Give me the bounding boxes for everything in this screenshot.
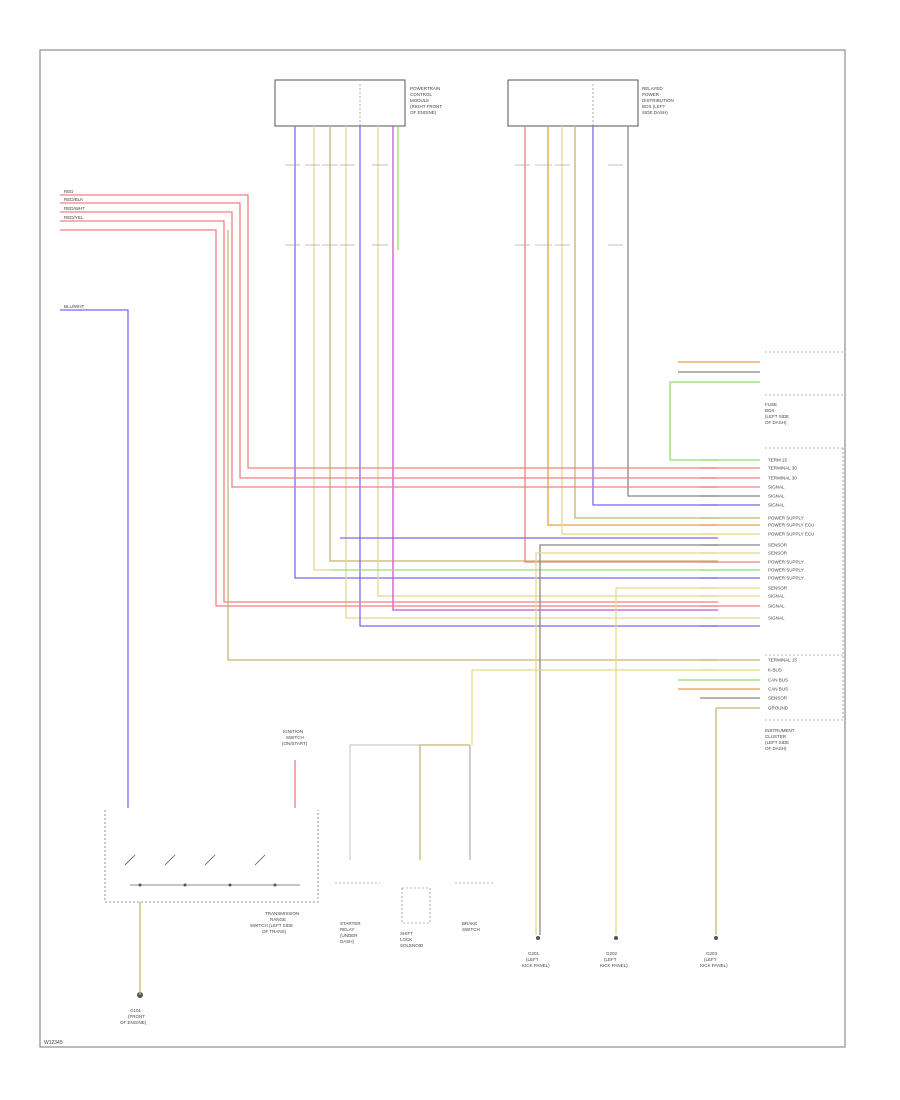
right-lower-pin-label: TERMINAL 15: [768, 658, 797, 663]
right-pin-label: SIGNAL: [768, 485, 785, 490]
page-reference: W12345: [44, 1040, 63, 1046]
ignition-label-2: (ON/START): [282, 741, 308, 746]
bottom-connector-3-label-1: SWITCH: [462, 927, 480, 932]
right-pin-label: TERMINAL 30: [768, 466, 797, 471]
right-upper-label-0: FUSE: [765, 402, 777, 407]
wires-module-1: [294, 126, 718, 627]
right-lower-pin-label: CAN BUS: [768, 687, 788, 692]
right-lower-label-2: (LEFT SIDE: [765, 740, 789, 745]
right-pin-label: TERM 15: [768, 458, 788, 463]
right-pin-label: POWER SUPPLY ECU: [768, 532, 814, 537]
right-pin-label: POWER SUPPLY: [768, 560, 804, 565]
left-blue-wire: [60, 309, 129, 808]
right-lower-pin-label: K-BUS: [768, 668, 782, 673]
right-pin-label: POWER SUPPLY ECU: [768, 523, 814, 528]
top-module-1-label-2: MODULE: [410, 98, 429, 103]
right-upper-label-2: (LEFT SIDE: [765, 414, 789, 419]
bottom-connector-3: BRAKE SWITCH: [455, 882, 495, 932]
left-red-wires: [60, 194, 718, 607]
ground-4-label-0: G203: [706, 951, 718, 956]
right-lower-pin-label: GROUND: [768, 706, 789, 711]
page-frame: [39, 49, 846, 1048]
transmission-switch: TRANSMISSION RANGE SWITCH (LEFT SIDE OF …: [104, 760, 319, 995]
bottom-connector-1-label-2: (UNDER: [340, 933, 358, 938]
ground-3-label-0: G202: [606, 951, 618, 956]
right-connector-stubs: [700, 459, 760, 627]
top-module-1-label-1: CONTROL: [410, 92, 432, 97]
bottom-vertical-wires: [349, 544, 718, 935]
right-lower-label-0: INSTRUMENT: [765, 728, 795, 733]
transmission-switch-label-3: OF TRANS): [262, 929, 287, 934]
left-wire-label-3: RED/YEL: [64, 215, 84, 220]
left-brown-wire: [227, 230, 718, 661]
right-pin-label: SENSOR: [768, 586, 788, 591]
top-module-1-label-0: POWERTRAIN: [410, 86, 440, 91]
wires-module-2: [524, 126, 718, 563]
top-module-2-label-2: DISTRIBUTION: [642, 98, 674, 103]
bottom-connector-2: SHIFT LOCK SOLENOID: [400, 887, 431, 948]
right-pin-label: POWER SUPPLY: [768, 568, 804, 573]
ground-2-label-1: (LEFT: [526, 957, 539, 962]
transmission-switch-label-2: SWITCH (LEFT SIDE: [250, 923, 293, 928]
ignition-label-1: SWITCH: [286, 735, 304, 740]
right-lower-pin-label: CAN BUS: [768, 678, 788, 683]
bottom-connector-1: STARTER RELAY (UNDER DASH): [335, 882, 380, 944]
right-pin-label: SIGNAL: [768, 594, 785, 599]
top-module-1-label-4: OF ENGINE): [410, 110, 437, 115]
bottom-connector-2-label-2: SOLENOID: [400, 943, 424, 948]
top-module-2-label-4: SIDE DASH): [642, 110, 668, 115]
bottom-connector-2-label-1: LOCK: [400, 937, 412, 942]
right-pin-label: SENSOR: [768, 543, 788, 548]
right-upper-label-1: BOX: [765, 408, 775, 413]
top-module-2: RELAYED POWER DISTRIBUTION BOX (LEFT SID…: [507, 79, 674, 127]
right-lower-connector: TERMINAL 15 K-BUS CAN BUS CAN BUS SENSOR GROU…: [678, 654, 843, 751]
ground-1-label-2: OF ENGINE): [120, 1020, 147, 1025]
transmission-switch-label-0: TRANSMISSION: [265, 911, 299, 916]
ground-labels: G201 (LEFT KICK PANEL) G202 (LEFT KICK P…: [120, 951, 728, 1025]
right-pin-label: SIGNAL: [768, 494, 785, 499]
ground-4-label-1: (LEFT: [704, 957, 717, 962]
ground-1-label-1: (FRONT: [128, 1014, 145, 1019]
right-pin-label: SIGNAL: [768, 503, 785, 508]
right-pin-label: POWER SUPPLY: [768, 576, 804, 581]
right-lower-label-3: OF DASH): [765, 746, 787, 751]
ignition-label: IGNITION SWITCH (ON/START): [282, 729, 308, 746]
bottom-connector-3-label-0: BRAKE: [462, 921, 477, 926]
right-lower-label-1: CLUSTER: [765, 734, 787, 739]
bottom-connector-2-label-0: SHIFT: [400, 931, 413, 936]
top-module-2-label-3: BOX (LEFT: [642, 104, 666, 109]
left-wire-label-0: RED: [64, 189, 74, 194]
ground-1-label-0: G101: [130, 1008, 142, 1013]
right-upper-label-3: OF DASH): [765, 420, 787, 425]
wire-tick-marks: [285, 164, 623, 246]
right-main-connector: TERM 15 TERMINAL 30 TERMINAL 30 SIGNAL SIGNA…: [765, 447, 844, 720]
right-pin-label: TERMINAL 30: [768, 476, 797, 481]
transmission-switch-label-1: RANGE: [270, 917, 286, 922]
bottom-connector-1-label-0: STARTER: [340, 921, 361, 926]
ground-4-label-2: KICK PANEL): [700, 963, 728, 968]
ground-2-label-0: G201: [528, 951, 540, 956]
top-module-2-label-1: POWER: [642, 92, 660, 97]
left-wire-label-1: RED/BLK: [64, 197, 83, 202]
ground-3-label-1: (LEFT: [604, 957, 617, 962]
right-pin-label: POWER SUPPLY: [768, 516, 804, 521]
top-module-2-label-0: RELAYED: [642, 86, 663, 91]
left-blue-wire-label: BLU/WHT: [64, 304, 85, 309]
top-module-1-label-3: (RIGHT FRONT: [410, 104, 442, 109]
bottom-connector-1-label-3: DASH): [340, 939, 355, 944]
right-pin-label: SIGNAL: [768, 604, 785, 609]
right-pin-label: SIGNAL: [768, 616, 785, 621]
ground-2-label-2: KICK PANEL): [522, 963, 550, 968]
bottom-connector-1-label-1: RELAY: [340, 927, 354, 932]
right-pin-label: SENSOR: [768, 551, 788, 556]
right-lower-pin-label: SENSOR: [768, 696, 788, 701]
ignition-label-0: IGNITION: [283, 729, 303, 734]
ground-symbols: [137, 936, 718, 998]
right-upper-box: FUSE BOX (LEFT SIDE OF DASH): [669, 351, 843, 461]
left-wire-labels: RED RED/BLK RED/WHT RED/YEL: [64, 189, 85, 220]
ground-3-label-2: KICK PANEL): [600, 963, 628, 968]
top-module-1: POWERTRAIN CONTROL MODULE (RIGHT FRONT O…: [274, 79, 442, 127]
left-wire-label-2: RED/WHT: [64, 206, 85, 211]
